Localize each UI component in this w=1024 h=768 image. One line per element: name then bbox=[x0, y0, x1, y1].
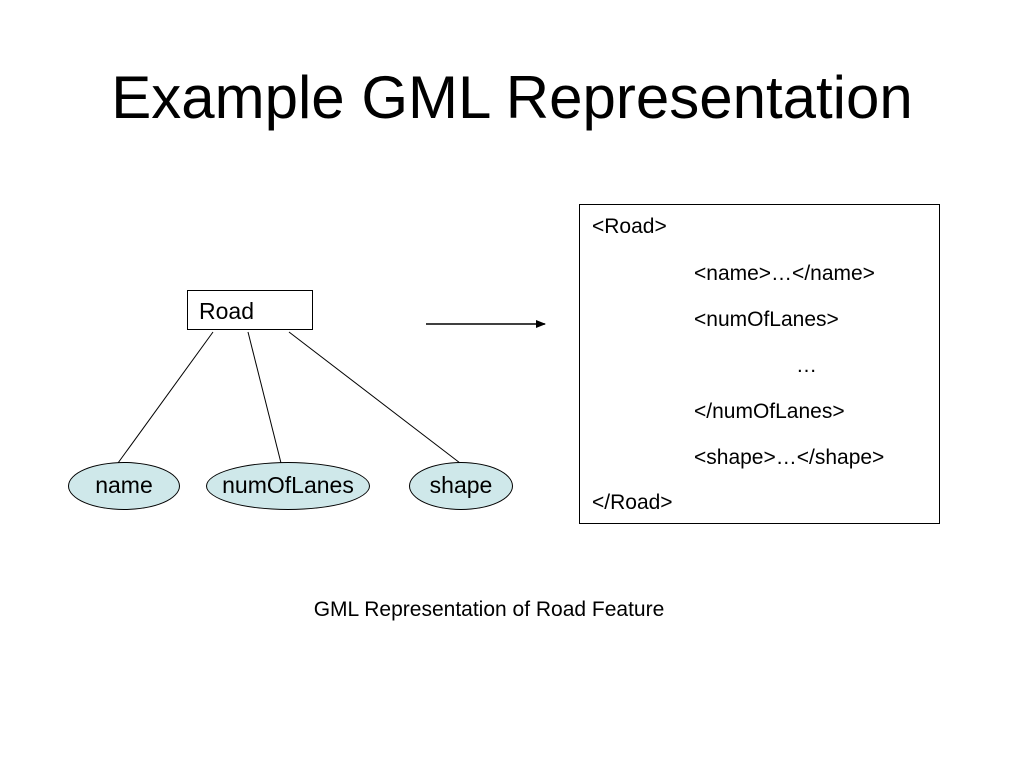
xml-line-shape: <shape>…</shape> bbox=[694, 446, 885, 469]
attribute-node-name: name bbox=[68, 462, 180, 510]
edge-road-to-shape bbox=[288, 331, 461, 464]
xml-line-numoflanes-open: <numOfLanes> bbox=[694, 308, 839, 331]
gml-xml-box: <Road> <name>…</name> <numOfLanes> … </n… bbox=[579, 204, 940, 524]
xml-line-road-open: <Road> bbox=[592, 215, 667, 238]
figure-caption: GML Representation of Road Feature bbox=[313, 598, 665, 621]
xml-line-name: <name>…</name> bbox=[694, 262, 875, 285]
edge-road-to-numoflanes bbox=[247, 331, 282, 464]
attribute-node-numoflanes: numOfLanes bbox=[206, 462, 370, 510]
xml-line-numoflanes-close: </numOfLanes> bbox=[694, 400, 845, 423]
attribute-node-shape: shape bbox=[409, 462, 513, 510]
xml-line-ellipsis: … bbox=[796, 354, 817, 377]
road-entity-box: Road bbox=[187, 290, 313, 330]
xml-line-road-close: </Road> bbox=[592, 491, 673, 514]
edge-road-to-name bbox=[117, 331, 214, 464]
slide-title: Example GML Representation bbox=[111, 64, 913, 131]
